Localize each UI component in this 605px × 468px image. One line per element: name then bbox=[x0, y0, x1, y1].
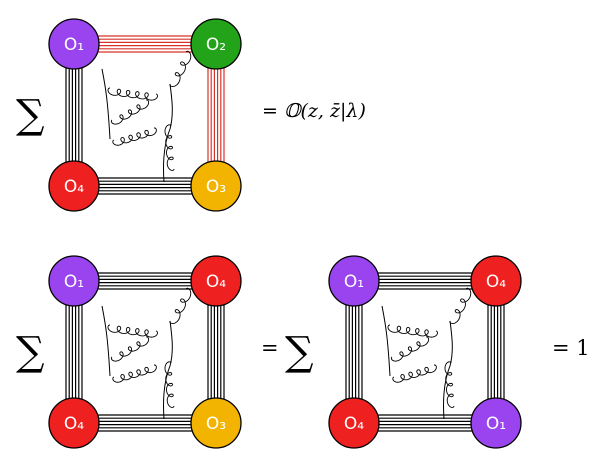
edge-top-lines bbox=[97, 35, 193, 53]
edge-right-lines bbox=[207, 67, 225, 163]
gluon-line bbox=[164, 361, 175, 408]
gluon-line bbox=[390, 336, 430, 362]
gluon-line bbox=[112, 364, 157, 383]
edge-right-lines bbox=[487, 304, 505, 400]
operator-circle bbox=[328, 255, 380, 307]
sum-symbol-3: ∑ bbox=[285, 329, 314, 375]
quark-line-right bbox=[443, 320, 453, 420]
gluon-line bbox=[444, 361, 455, 408]
operator-node-br: O₃ bbox=[190, 397, 242, 449]
edge-top-lines bbox=[377, 272, 473, 290]
quark-line-left bbox=[381, 305, 391, 377]
gluon-line bbox=[392, 364, 437, 383]
edge-bottom-lines bbox=[97, 177, 193, 195]
gluon-line bbox=[449, 287, 472, 325]
operator-label: O₄ bbox=[486, 272, 506, 292]
gluon-line bbox=[110, 336, 150, 362]
operator-label: O₁ bbox=[64, 272, 84, 292]
gluon-exchanges bbox=[381, 287, 472, 420]
operator-label: O₄ bbox=[206, 272, 226, 292]
operator-node-tr: O₄ bbox=[470, 255, 522, 307]
edge-bottom-lines bbox=[377, 414, 473, 432]
operator-label: O₄ bbox=[64, 177, 84, 197]
operator-label: O₃ bbox=[206, 177, 226, 197]
quark-line-left bbox=[101, 68, 111, 140]
edge-top-lines bbox=[97, 272, 193, 290]
quark-line-right bbox=[163, 83, 173, 183]
square-diagram-2: O₁ O₄ O₄ O₃ bbox=[48, 255, 242, 449]
edge-bottom-lines bbox=[97, 414, 193, 432]
edge-left-lines bbox=[345, 304, 363, 400]
operator-label: O₄ bbox=[344, 414, 364, 434]
operator-circle bbox=[48, 160, 100, 212]
operator-circle bbox=[190, 18, 242, 70]
operator-label: O₁ bbox=[344, 272, 364, 292]
operator-circle bbox=[190, 160, 242, 212]
operator-circle bbox=[328, 397, 380, 449]
gluon-line bbox=[169, 287, 192, 325]
gluon-exchanges bbox=[101, 287, 192, 420]
gluon-exchanges bbox=[101, 50, 192, 183]
operator-circle bbox=[48, 397, 100, 449]
operator-circle bbox=[48, 18, 100, 70]
operator-node-br: O₁ bbox=[470, 397, 522, 449]
operator-circle bbox=[470, 255, 522, 307]
edge-left-lines bbox=[65, 67, 83, 163]
sum-symbol-2: ∑ bbox=[16, 329, 45, 375]
operator-circle bbox=[48, 255, 100, 307]
equals-sign-2: = bbox=[261, 336, 279, 360]
operator-label: O₁ bbox=[64, 35, 84, 55]
operator-node-bl: O₄ bbox=[48, 397, 100, 449]
square-diagram-3: O₁ O₄ O₄ O₁ bbox=[328, 255, 522, 449]
gluon-line bbox=[164, 124, 175, 171]
operator-node-tr: O₄ bbox=[190, 255, 242, 307]
square-diagram-1: O₁ O₂ O₄ O₃ bbox=[48, 18, 242, 212]
quark-line-left bbox=[101, 305, 111, 377]
edge-right-lines bbox=[207, 304, 225, 400]
gluon-line bbox=[107, 87, 158, 101]
operator-circle bbox=[190, 255, 242, 307]
gluon-line bbox=[387, 324, 438, 338]
edge-left-lines bbox=[65, 304, 83, 400]
operator-label: O₁ bbox=[486, 414, 506, 434]
gluon-line bbox=[112, 127, 157, 146]
gluon-line bbox=[169, 50, 192, 88]
operator-node-tl: O₁ bbox=[48, 18, 100, 70]
operator-circle bbox=[190, 397, 242, 449]
operator-label: O₂ bbox=[206, 35, 226, 55]
operator-node-bl: O₄ bbox=[48, 160, 100, 212]
operator-node-tr: O₂ bbox=[190, 18, 242, 70]
equation-rhs-2: = 1 bbox=[552, 336, 590, 360]
operator-node-bl: O₄ bbox=[328, 397, 380, 449]
gluon-line bbox=[107, 324, 158, 338]
operator-circle bbox=[470, 397, 522, 449]
operator-label: O₃ bbox=[206, 414, 226, 434]
gluon-line bbox=[110, 99, 150, 125]
equation-rhs-1: = 𝕆(z, z̄|λ) bbox=[262, 100, 366, 122]
operator-node-br: O₃ bbox=[190, 160, 242, 212]
sum-symbol-1: ∑ bbox=[16, 92, 45, 138]
operator-node-tl: O₁ bbox=[328, 255, 380, 307]
operator-node-tl: O₁ bbox=[48, 255, 100, 307]
quark-line-right bbox=[163, 320, 173, 420]
operator-label: O₄ bbox=[64, 414, 84, 434]
